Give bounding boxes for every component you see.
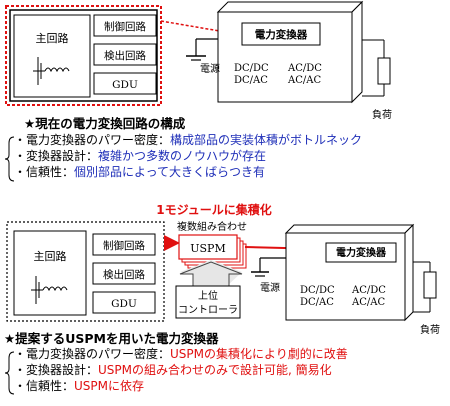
bottom-load-icon: [413, 261, 437, 313]
multi-combo-label: 複数組み合わせ: [177, 220, 247, 233]
bottom-gdu-box: [92, 291, 156, 314]
top-control-circuit-label: 制御回路: [104, 20, 146, 33]
top-red-arrow: [160, 20, 245, 40]
bottom-diagram: 主回路 制御回路 検出回路 GDU 1モジュールに集積化 複数組み合わせ USP…: [6, 202, 440, 336]
uspm-label: USPM: [190, 242, 225, 255]
top-load-label: 負荷: [372, 109, 392, 121]
top-bullet-brace: [4, 136, 15, 182]
top-ac-dc: AC/DC: [287, 63, 322, 74]
top-converter-inner-box: [241, 22, 321, 46]
bottom-ac-ac: AC/AC: [351, 297, 385, 308]
top-section-heading: ★現在の電力変換回路の構成: [24, 116, 186, 131]
bottom-power-source-label: 電源: [260, 281, 280, 294]
top-inner-frame: [9, 9, 158, 102]
top-control-circuit-box: [93, 14, 157, 37]
upper-controller-box: [175, 285, 241, 319]
list-item: ・電力変換器のパワー密度：構成部品の実装体積がボトルネック: [14, 132, 362, 148]
top-detect-circuit-label: 検出回路: [104, 49, 146, 62]
top-power-source-icon: [186, 38, 218, 61]
upper-controller-line2: コントローラ: [178, 304, 238, 316]
bottom-converter-label: 電力変換器: [336, 246, 387, 259]
top-main-circuit-box: [13, 14, 91, 98]
top-gdu-box: [93, 72, 157, 95]
bottom-gdu-label: GDU: [111, 298, 137, 310]
bullet-key: ・電力変換器のパワー密度：: [14, 133, 171, 147]
top-gdu-label: GDU: [112, 79, 138, 91]
bullet-value: USPMの組み合わせのみで設計可能, 簡易化: [98, 363, 332, 377]
bottom-dc-dc: DC/DC: [300, 285, 335, 296]
top-ac-ac: AC/AC: [287, 75, 321, 86]
uspm-box-front: [178, 234, 238, 260]
bottom-bullet-list: ・電力変換器のパワー密度：USPMの集積化により劇的に改善 ・変換器設計：USP…: [14, 346, 348, 394]
top-load-icon: [362, 39, 391, 97]
bottom-bullet-brace: [4, 351, 15, 395]
bullet-key: ・信頼性：: [14, 165, 75, 179]
bottom-control-circuit-label: 制御回路: [103, 239, 145, 252]
top-diagram: 主回路 制御回路 検出回路 GDU 電力変換器 DC/DC AC/DC DC/A…: [5, 0, 392, 121]
bullet-key: ・信頼性：: [14, 379, 75, 393]
bottom-control-circuit-box: [92, 233, 156, 256]
bullet-key: ・変換器設計：: [14, 149, 99, 163]
top-converter-box: [216, 0, 364, 104]
bottom-converter-inner-box: [325, 242, 397, 263]
bullet-key: ・変換器設計：: [14, 363, 99, 377]
bottom-section-heading: ★提案するUSPMを用いた電力変換器: [4, 331, 219, 346]
top-dc-ac: DC/AC: [234, 75, 268, 86]
top-dc-dc: DC/DC: [234, 63, 269, 74]
bottom-main-circuit-label: 主回路: [34, 250, 67, 263]
upper-controller-line1: 上位: [198, 289, 218, 302]
bottom-detect-circuit-label: 検出回路: [103, 268, 145, 281]
uspm-stack: [178, 234, 247, 269]
top-power-source-label: 電源: [200, 62, 220, 75]
bullet-value: 個別部品によって大きくばらつき有: [74, 165, 266, 179]
top-converter-label: 電力変換器: [255, 28, 308, 41]
top-bullet-list: ・電力変換器のパワー密度：構成部品の実装体積がボトルネック ・変換器設計：複雑か…: [14, 132, 362, 180]
bottom-detect-circuit-box: [92, 262, 156, 285]
bottom-switch-coil-icon: [31, 276, 68, 304]
up-arrow-icon: [179, 261, 243, 287]
top-module-group: [5, 5, 162, 106]
bottom-load-label: 負荷: [420, 324, 440, 336]
list-item: ・電力変換器のパワー密度：USPMの集積化により劇的に改善: [14, 346, 348, 362]
bullet-value: 複雑かつ多数のノウハウが存在: [98, 149, 267, 163]
list-item: ・信頼性：USPMに依存: [14, 378, 348, 394]
list-item: ・信頼性：個別部品によって大きくばらつき有: [14, 164, 362, 180]
bullet-value: 構成部品の実装体積がボトルネック: [170, 133, 363, 147]
bullet-value: USPMに依存: [74, 379, 145, 393]
list-item: ・変換器設計：複雑かつ多数のノウハウが存在: [14, 148, 362, 164]
bullet-key: ・電力変換器のパワー密度：: [14, 347, 171, 361]
top-main-circuit-label: 主回路: [36, 32, 69, 45]
integration-label: 1モジュールに集積化: [156, 202, 272, 217]
top-switch-coil-icon: [33, 57, 70, 85]
bottom-dc-ac: DC/AC: [300, 297, 334, 308]
top-detect-circuit-box: [93, 43, 157, 66]
bottom-power-source-icon: [251, 257, 286, 277]
bottom-ac-dc: AC/DC: [351, 285, 386, 296]
bottom-main-circuit-box: [13, 230, 87, 316]
list-item: ・変換器設計：USPMの組み合わせのみで設計可能, 簡易化: [14, 362, 348, 378]
bullet-value: USPMの集積化により劇的に改善: [170, 347, 348, 361]
